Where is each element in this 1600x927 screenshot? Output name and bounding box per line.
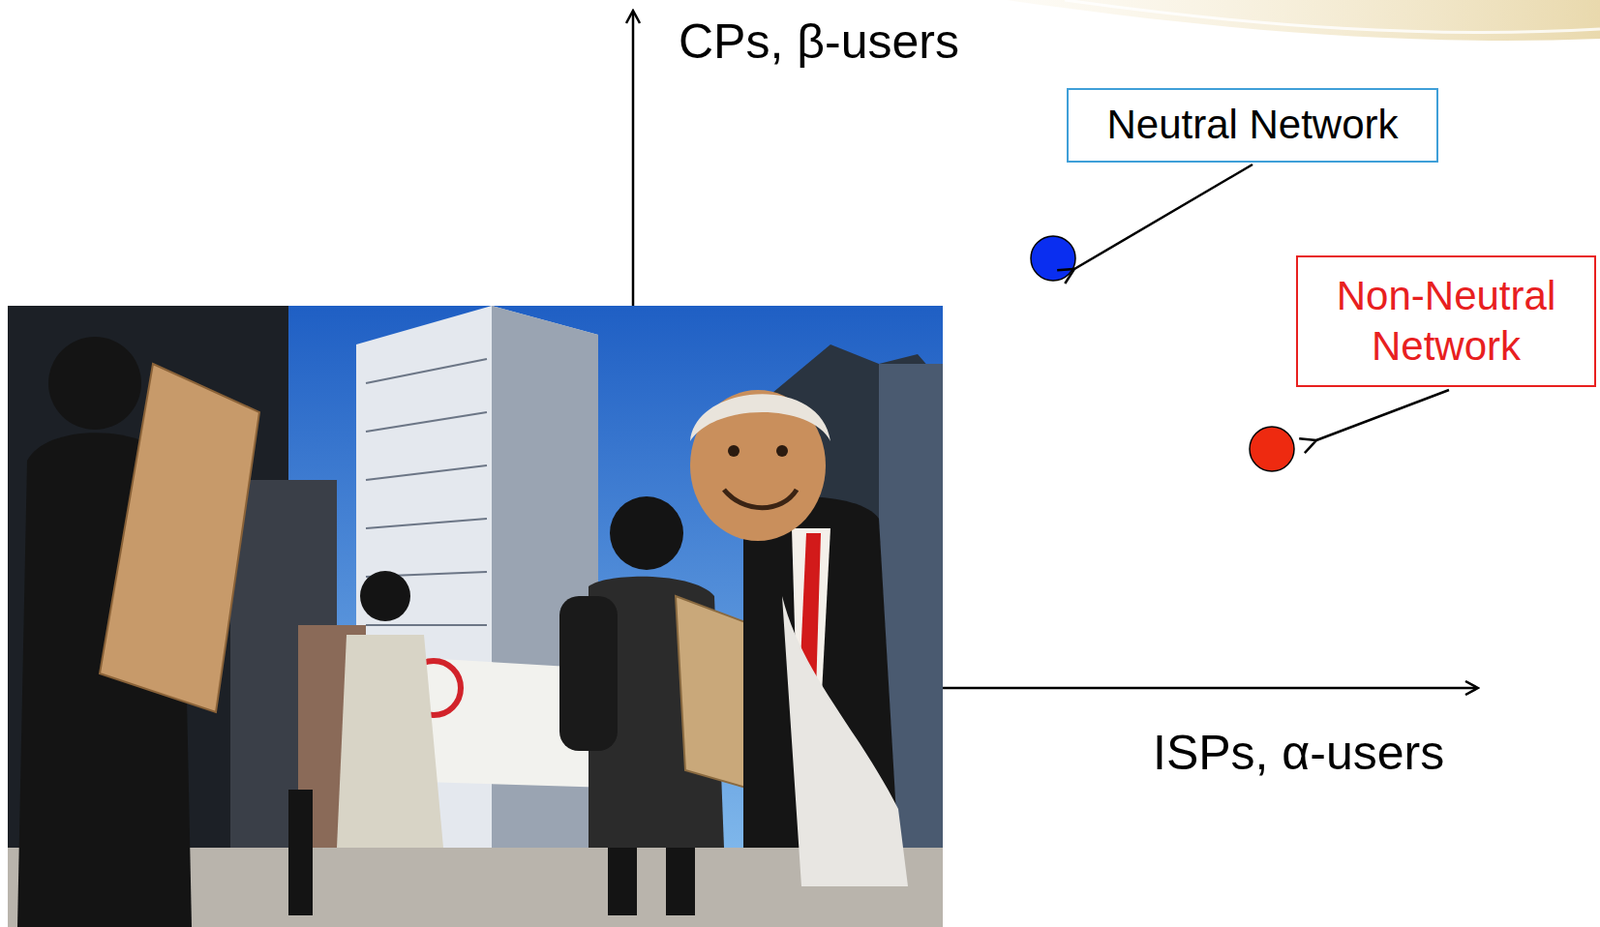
axis-label: CPs, β-users [678,15,960,69]
axis-label: ISPs, α-users [1152,726,1445,781]
protest-photo [7,305,943,927]
leader-arrow [1316,390,1450,441]
label-box: Non-Neutral Network [1296,255,1597,388]
non-neutral-point [1249,426,1295,472]
box-text: Non-Neutral Network [1315,271,1577,373]
box-text: Neutral Network [1106,99,1398,151]
leader-arrow [1074,164,1253,270]
slide-band [1006,0,1600,41]
slide-band-line [1064,0,1600,32]
label-box: Neutral Network [1066,88,1439,163]
neutral-point [1030,236,1076,281]
